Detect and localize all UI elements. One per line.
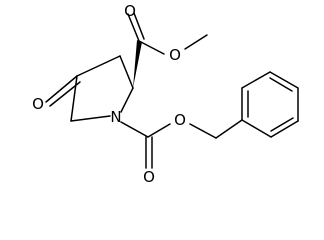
bond-c2-n	[120, 87, 134, 113]
bond-c3-c2	[119, 55, 134, 89]
benzene-inner-double-3	[269, 77, 293, 92]
bond-ch2-phenyl	[215, 119, 243, 139]
carbamate-oxygen-label: O	[174, 111, 186, 129]
ester-carbonyl-oxygen-label: O	[124, 2, 136, 20]
carbamate-carbonyl-oxygen-label: O	[143, 168, 155, 184]
bond-o-methyl	[184, 34, 208, 50]
benzene-bond-2	[270, 120, 299, 138]
ester-oxygen-label: O	[169, 46, 181, 64]
bond-c4-o-ketone-1	[45, 75, 78, 103]
bond-o-ch2	[189, 123, 217, 139]
ring-nitrogen-label: N	[110, 108, 121, 126]
bond-ester-c-o-double-2	[133, 12, 145, 40]
bond-c4-o-ketone-2	[49, 81, 81, 107]
bond-n-carbamate-c	[120, 121, 149, 138]
benzene-bond-4	[269, 71, 299, 89]
bond-c4-c3	[76, 55, 121, 77]
ketone-oxygen-label: O	[32, 95, 44, 113]
benzene-bond-1	[241, 119, 272, 138]
benzene-bond-5	[241, 71, 271, 89]
chemical-structure: O N O O O O	[32, 2, 299, 184]
bond-c5-c4	[70, 75, 78, 122]
stereo-wedge-bond	[133, 40, 142, 88]
bond-ester-c-o-single	[138, 40, 165, 55]
bond-ester-c-o-double-1	[127, 13, 140, 42]
benzene-inner-double-2	[270, 117, 294, 132]
bond-n-c5	[70, 115, 111, 122]
bond-carbamate-c-o-single	[147, 123, 171, 138]
